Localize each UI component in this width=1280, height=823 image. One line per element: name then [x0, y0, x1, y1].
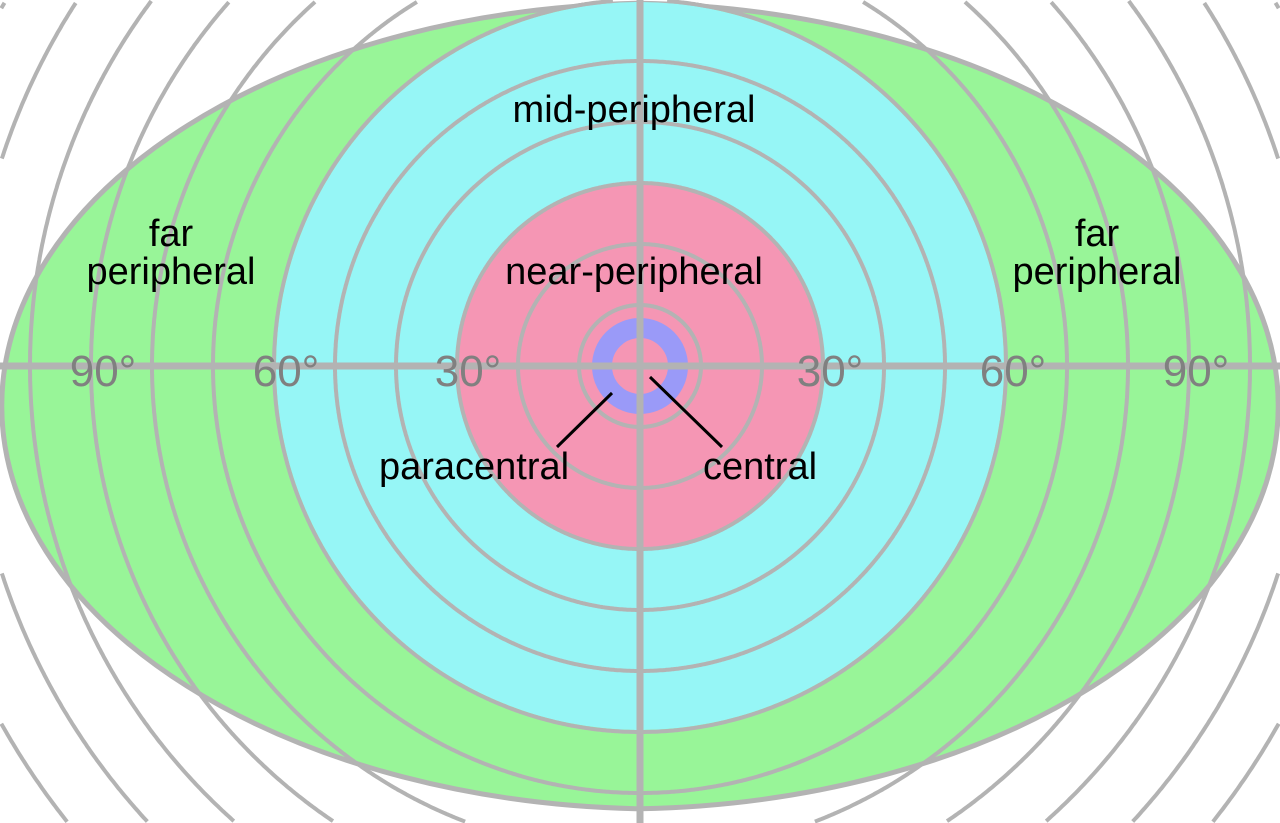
- far-peripheral-right-label-line2: peripheral: [1013, 251, 1182, 293]
- central-leader-line: [648, 375, 724, 449]
- eccentricity-circle-60deg: [272, 0, 1008, 734]
- paracentral-leader-line: [555, 391, 614, 449]
- far-peripheral-right-label-line1: far: [1075, 213, 1120, 255]
- eccentricity-circle-70deg: [211, 0, 1069, 795]
- degree-label-left-90: 90°: [70, 347, 137, 396]
- central-label: central: [703, 446, 817, 488]
- degree-label-right-60: 60°: [980, 347, 1047, 396]
- degree-label-left-30: 30°: [435, 347, 502, 396]
- far-peripheral-left-label-line1: far: [149, 213, 194, 255]
- degree-label-left-60: 60°: [253, 347, 320, 396]
- degree-label-right-90: 90°: [1163, 347, 1230, 396]
- near-peripheral-label: near-peripheral: [505, 251, 763, 293]
- leader-lines: [555, 375, 724, 449]
- paracentral-label: paracentral: [379, 446, 569, 488]
- eccentricity-circle-100deg: [28, 0, 1252, 823]
- mid-peripheral-label: mid-peripheral: [513, 89, 756, 131]
- far-peripheral-left-label-line2: peripheral: [87, 251, 256, 293]
- eccentricity-circle-80deg: [150, 0, 1130, 823]
- degree-label-right-30: 30°: [797, 347, 864, 396]
- eccentricity-circle-90deg: [89, 0, 1191, 823]
